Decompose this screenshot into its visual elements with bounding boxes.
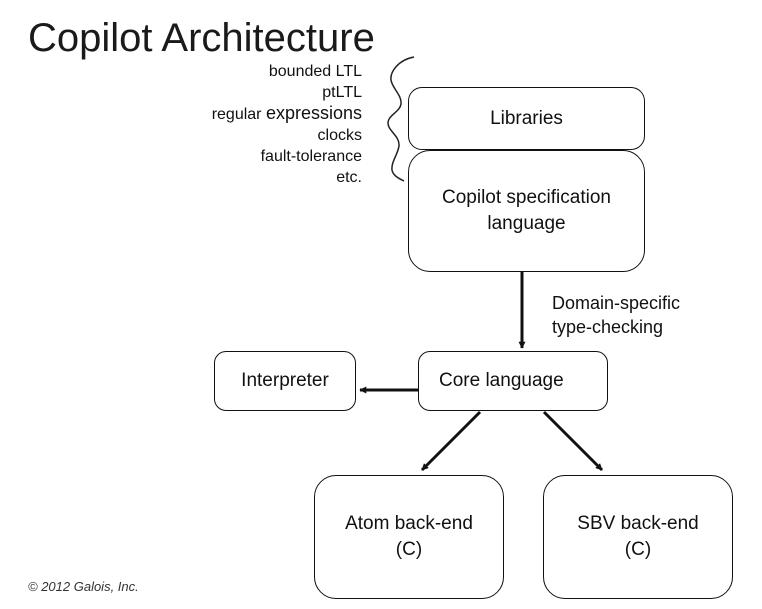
page-title: Copilot Architecture <box>28 16 375 60</box>
library-item: bounded LTL <box>268 63 362 80</box>
spec-language-label: Copilot specification language <box>442 187 611 234</box>
arrow-core-to-sbv <box>542 410 604 472</box>
interpreter-box: Interpreter <box>214 351 356 411</box>
type-checking-label: Domain-specific type-checking <box>552 293 681 337</box>
library-item: fault-tolerance <box>260 148 362 165</box>
library-item: regular expressions <box>211 103 362 123</box>
atom-backend-box: Atom back-end (C) <box>314 475 504 599</box>
copyright-notice: © 2012 Galois, Inc. <box>28 579 139 594</box>
brace-icon <box>387 56 415 182</box>
atom-backend-label: Atom back-end (C) <box>345 513 473 560</box>
sbv-backend-box: SBV back-end (C) <box>543 475 733 599</box>
library-list: bounded LTL ptLTL regular expressions cl… <box>212 61 362 188</box>
sbv-backend-label: SBV back-end (C) <box>577 513 699 560</box>
arrow-core-to-atom <box>420 410 482 472</box>
library-item: ptLTL <box>322 84 362 101</box>
interpreter-label: Interpreter <box>241 370 329 391</box>
core-language-box: Core language <box>418 351 608 411</box>
library-item: clocks <box>317 127 362 144</box>
libraries-label: Libraries <box>490 107 563 129</box>
core-language-label: Core language <box>439 370 564 391</box>
library-item: etc. <box>336 169 362 186</box>
libraries-box: Libraries <box>408 87 645 150</box>
spec-language-box: Copilot specification language <box>408 150 645 272</box>
